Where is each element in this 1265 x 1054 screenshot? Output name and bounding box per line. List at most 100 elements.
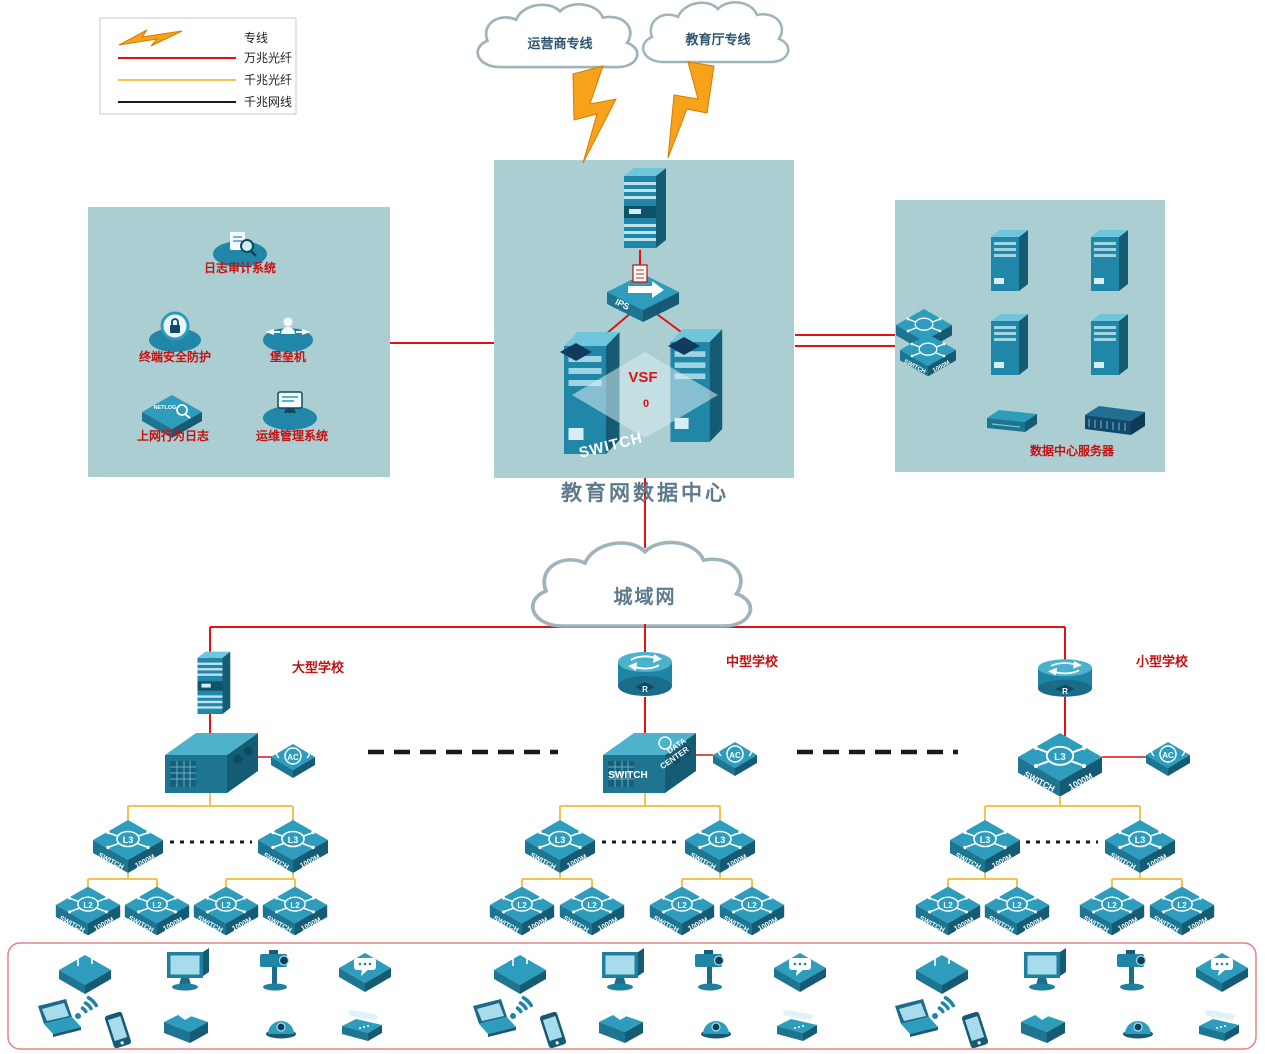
svg-text:L2: L2 — [943, 901, 953, 910]
l3-switch-icon: L3 SWITCH 1000M — [684, 819, 756, 874]
endpoint-security-label: 终端安全防护 — [139, 349, 211, 364]
server-zone-label: 数据中心服务器 — [1030, 443, 1115, 458]
svg-text:AC: AC — [1162, 751, 1174, 760]
lightning-bolts — [572, 61, 715, 164]
rack-server-icon — [986, 409, 1038, 433]
svg-text:L3: L3 — [715, 835, 726, 845]
server-badge-icon — [668, 337, 700, 355]
server-tower-icon — [991, 314, 1028, 375]
school-small: 小型学校 R L3 SWITCH 1000M AC L3 SWITCH 1000… — [915, 654, 1215, 937]
datacenter-title: 教育网数据中心 — [561, 481, 729, 505]
router-icon: R — [617, 651, 673, 697]
svg-text:L2: L2 — [83, 901, 93, 910]
security-zone-devices: 日志审计系统 终端安全防护 堡垒机 NETLOG 上网行为日志 运维管理系统 — [137, 230, 328, 443]
lightning-bolt-icon — [667, 61, 715, 159]
svg-text:SWITCH: SWITCH — [608, 770, 647, 781]
server-tower-icon — [991, 230, 1028, 291]
links-1g-fiber — [87, 793, 1183, 888]
svg-text:R: R — [642, 685, 648, 694]
laptop-icon — [895, 999, 938, 1037]
ptz-camera-icon — [694, 949, 725, 992]
wifi-signal-icon — [930, 995, 956, 1021]
printer-icon — [164, 1008, 208, 1043]
desktop-pc-icon — [1024, 948, 1066, 991]
svg-text:L3: L3 — [555, 835, 566, 845]
svg-text:AC: AC — [729, 751, 741, 760]
svg-text:L2: L2 — [1177, 901, 1187, 910]
l3-switch-icon: L3 SWITCH 1000M — [257, 819, 329, 874]
metro-cloud-label: 城域网 — [613, 585, 676, 608]
dome-camera-icon — [1122, 1020, 1154, 1040]
svg-text:L2: L2 — [747, 901, 757, 910]
svg-text:L2: L2 — [517, 901, 527, 910]
wireless-ap-icon — [916, 950, 968, 995]
l2-switch-icon: L2 SWITCH 1000M — [489, 885, 555, 937]
vsf-switch-overlay-icon — [572, 352, 718, 438]
l3-switch-icon: L3 SWITCH 1000M — [1104, 819, 1176, 874]
svg-text:L2: L2 — [221, 901, 231, 910]
edu-cloud-label: 教育厅专线 — [684, 32, 750, 47]
wifi-signal-icon — [73, 995, 98, 1021]
vsf-label: VSF — [628, 369, 657, 386]
l3-switch-icon: L3 SWITCH 1000M — [949, 819, 1021, 874]
l3-switch-icon: L3 SWITCH 1000M — [524, 819, 596, 874]
ips-device-icon: IPS — [607, 264, 679, 322]
legend-item-label: 万兆光纤 — [244, 51, 292, 65]
chat-device-icon — [774, 953, 826, 992]
school-large: 大型学校 AC L3 SWITCH 1000M L3 SWITCH 1000M … — [55, 651, 345, 937]
desktop-pc-icon — [602, 948, 644, 991]
svg-text:L2: L2 — [677, 901, 687, 910]
l2-switch-icon: L2 SWITCH 1000M — [193, 885, 259, 937]
terminal-device-group — [895, 948, 1248, 1049]
laptop-icon — [38, 999, 81, 1037]
l2-switch-icon: L2 SWITCH 1000M — [1149, 885, 1215, 937]
svg-text:L2: L2 — [587, 901, 597, 910]
server-zone-devices: SWITCH 1000M 数据中心服务器 — [895, 230, 1146, 458]
school-name: 小型学校 — [1136, 654, 1189, 669]
l2-switch-icon: L2 SWITCH 1000M — [719, 885, 785, 937]
vsf-zero-label: 0 — [643, 398, 649, 410]
smartphone-icon — [104, 1011, 132, 1049]
ptz-camera-icon — [259, 949, 290, 992]
server-badge-icon — [560, 343, 592, 361]
core-l3-switch-icon: L3 SWITCH 1000M — [1016, 731, 1104, 798]
l2-switch-icon: L2 SWITCH 1000M — [262, 885, 328, 937]
l2-switch-icon: L2 SWITCH 1000M — [984, 885, 1050, 937]
svg-text:L2: L2 — [1107, 901, 1117, 910]
datacenter-devices: IPS VSF 0 SWITCH 教育网数据中心 — [560, 168, 729, 505]
svg-text:R: R — [1062, 687, 1068, 696]
svg-text:L3: L3 — [980, 835, 991, 845]
router-icon: R — [1037, 658, 1093, 698]
log-audit-label: 日志审计系统 — [204, 260, 276, 275]
links-dashed — [170, 749, 1098, 844]
core-switch-icon: SWITCH DATA CENTER — [602, 732, 697, 794]
bastion-host-label: 堡垒机 — [270, 349, 306, 364]
school-name: 中型学校 — [726, 654, 779, 669]
telephone-icon — [1199, 1009, 1239, 1041]
arrow-icon — [628, 281, 664, 298]
wifi-signal-icon — [508, 995, 534, 1021]
svg-text:L3: L3 — [1135, 835, 1146, 845]
printer-icon — [1021, 1008, 1065, 1043]
server-tower-icon — [1091, 230, 1128, 291]
laptop-icon — [473, 999, 516, 1037]
legend-item-label: 专线 — [244, 30, 268, 45]
legend-box — [99, 17, 297, 115]
dome-camera-icon — [700, 1020, 732, 1040]
ac-controller-icon: AC — [712, 741, 758, 777]
printer-icon — [599, 1008, 643, 1043]
legend: 专线 万兆光纤 千兆光纤 千兆网线 — [99, 17, 297, 115]
chat-device-icon — [339, 953, 391, 992]
svg-text:L3: L3 — [123, 835, 134, 845]
telephone-icon — [777, 1009, 817, 1041]
ac-controller-icon: AC — [1145, 741, 1191, 777]
lightning-legend-icon — [118, 29, 183, 47]
ac-controller-icon: AC — [270, 743, 316, 779]
svg-text:L2: L2 — [290, 901, 300, 910]
desktop-pc-icon — [167, 948, 209, 991]
l2-switch-icon: L2 SWITCH 1000M — [1079, 885, 1145, 937]
smartphone-icon — [539, 1011, 567, 1049]
chat-device-icon — [1196, 953, 1248, 992]
